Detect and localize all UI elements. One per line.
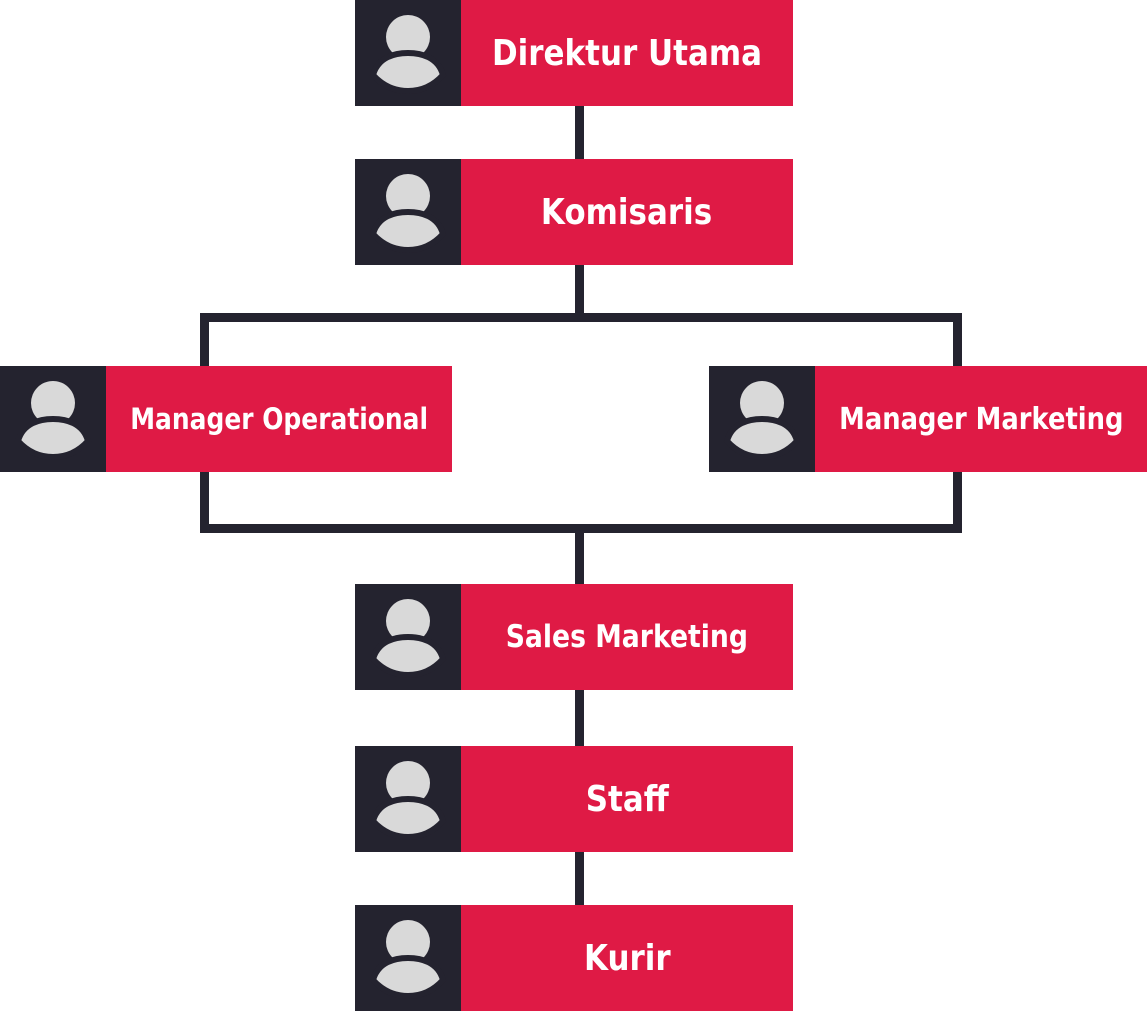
connector-sales-staff [575, 690, 584, 746]
avatar [355, 584, 461, 690]
avatar [355, 159, 461, 265]
avatar [709, 366, 815, 472]
avatar [0, 366, 106, 472]
node-label-box: Sales Marketing [461, 584, 793, 690]
node-label: Kurir [583, 937, 671, 979]
node-label: Staff [585, 778, 669, 820]
user-avatar-icon [369, 174, 447, 254]
node-label-box: Kurir [461, 905, 793, 1011]
node-sales-marketing: Sales Marketing [355, 584, 793, 690]
user-avatar-icon [369, 761, 447, 841]
user-avatar-icon [369, 920, 447, 1000]
avatar [355, 746, 461, 852]
node-manager-operational: Manager Operational [0, 366, 453, 472]
node-label: Direktur Utama [491, 32, 763, 74]
node-kurir: Kurir [355, 905, 793, 1011]
user-avatar-icon [369, 599, 447, 679]
connector-staff-kurir [575, 852, 584, 905]
user-avatar-icon [14, 381, 92, 461]
avatar [355, 0, 461, 106]
node-label-box: Direktur Utama [461, 0, 793, 106]
user-avatar-icon [369, 15, 447, 95]
node-label: Sales Marketing [505, 619, 749, 655]
node-komisaris: Komisaris [355, 159, 793, 265]
connector-komisaris-down [575, 265, 584, 315]
connector-branch-top [200, 313, 962, 322]
connector-branch-right-bottom [953, 472, 962, 533]
node-label: Manager Marketing [838, 401, 1124, 437]
node-label: Komisaris [541, 191, 713, 233]
connector-branch-left-bottom [200, 472, 209, 533]
node-label-box: Manager Marketing [815, 366, 1147, 472]
node-label-box: Komisaris [461, 159, 793, 265]
node-label-box: Manager Operational [106, 366, 453, 472]
node-staff: Staff [355, 746, 793, 852]
connector-branch-left-top [200, 313, 209, 366]
avatar [355, 905, 461, 1011]
connector-direktur-komisaris [575, 106, 584, 159]
node-direktur-utama: Direktur Utama [355, 0, 793, 106]
node-label-box: Staff [461, 746, 793, 852]
user-avatar-icon [723, 381, 801, 461]
node-label: Manager Operational [130, 402, 429, 436]
connector-branch-to-sales [575, 524, 584, 584]
node-manager-marketing: Manager Marketing [709, 366, 1147, 472]
connector-branch-right-top [953, 313, 962, 366]
